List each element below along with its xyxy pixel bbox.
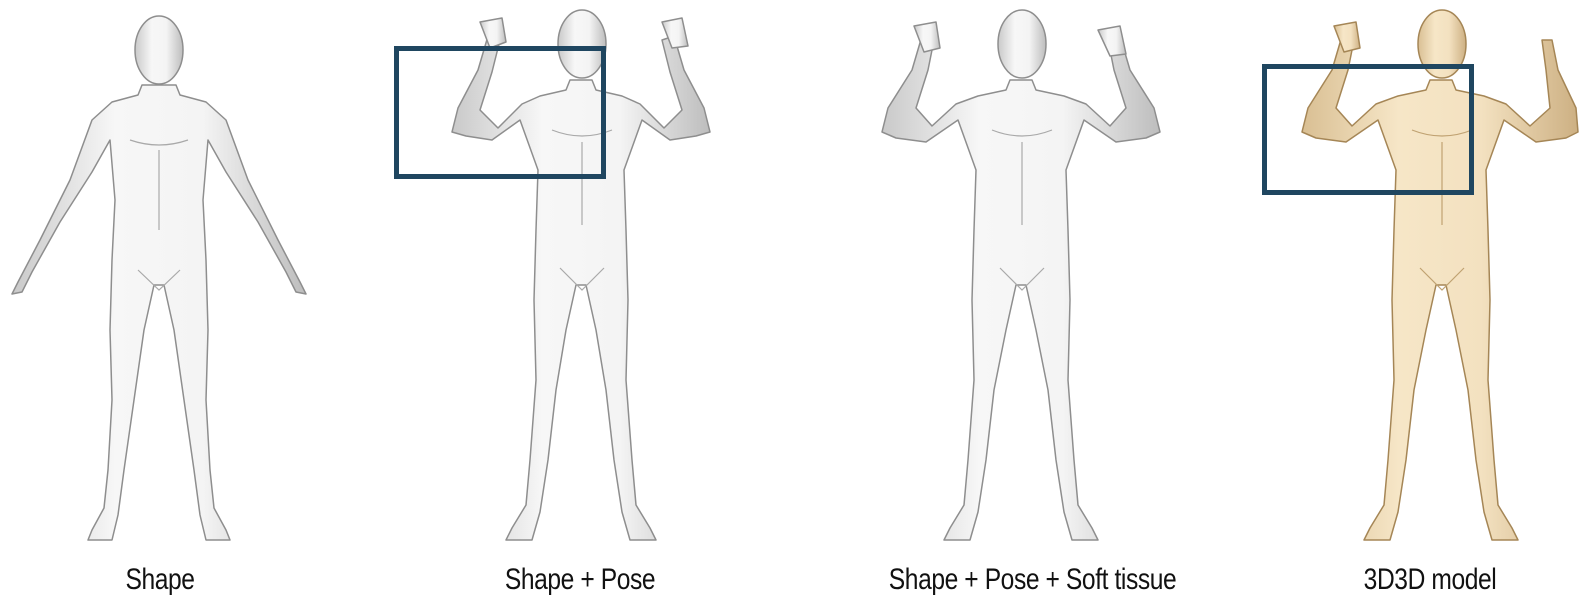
caption-shape: Shape: [29, 563, 291, 597]
caption-shape-pose-soft-tissue: Shape + Pose + Soft tissue: [889, 563, 1151, 597]
highlight-box-shoulder-pose: [394, 46, 606, 179]
body-mesh-a-pose: [0, 0, 320, 560]
body-mesh-soft-tissue: [860, 0, 1180, 560]
panel-shape-pose-soft-tissue: Shape + Pose + Soft tissue: [860, 0, 1180, 609]
panel-shape: Shape: [0, 0, 320, 609]
highlight-box-shoulder-3d3d: [1262, 64, 1474, 195]
caption-shape-pose: Shape + Pose: [449, 563, 711, 597]
caption-3d3d-model: 3D3D model: [1307, 563, 1553, 597]
